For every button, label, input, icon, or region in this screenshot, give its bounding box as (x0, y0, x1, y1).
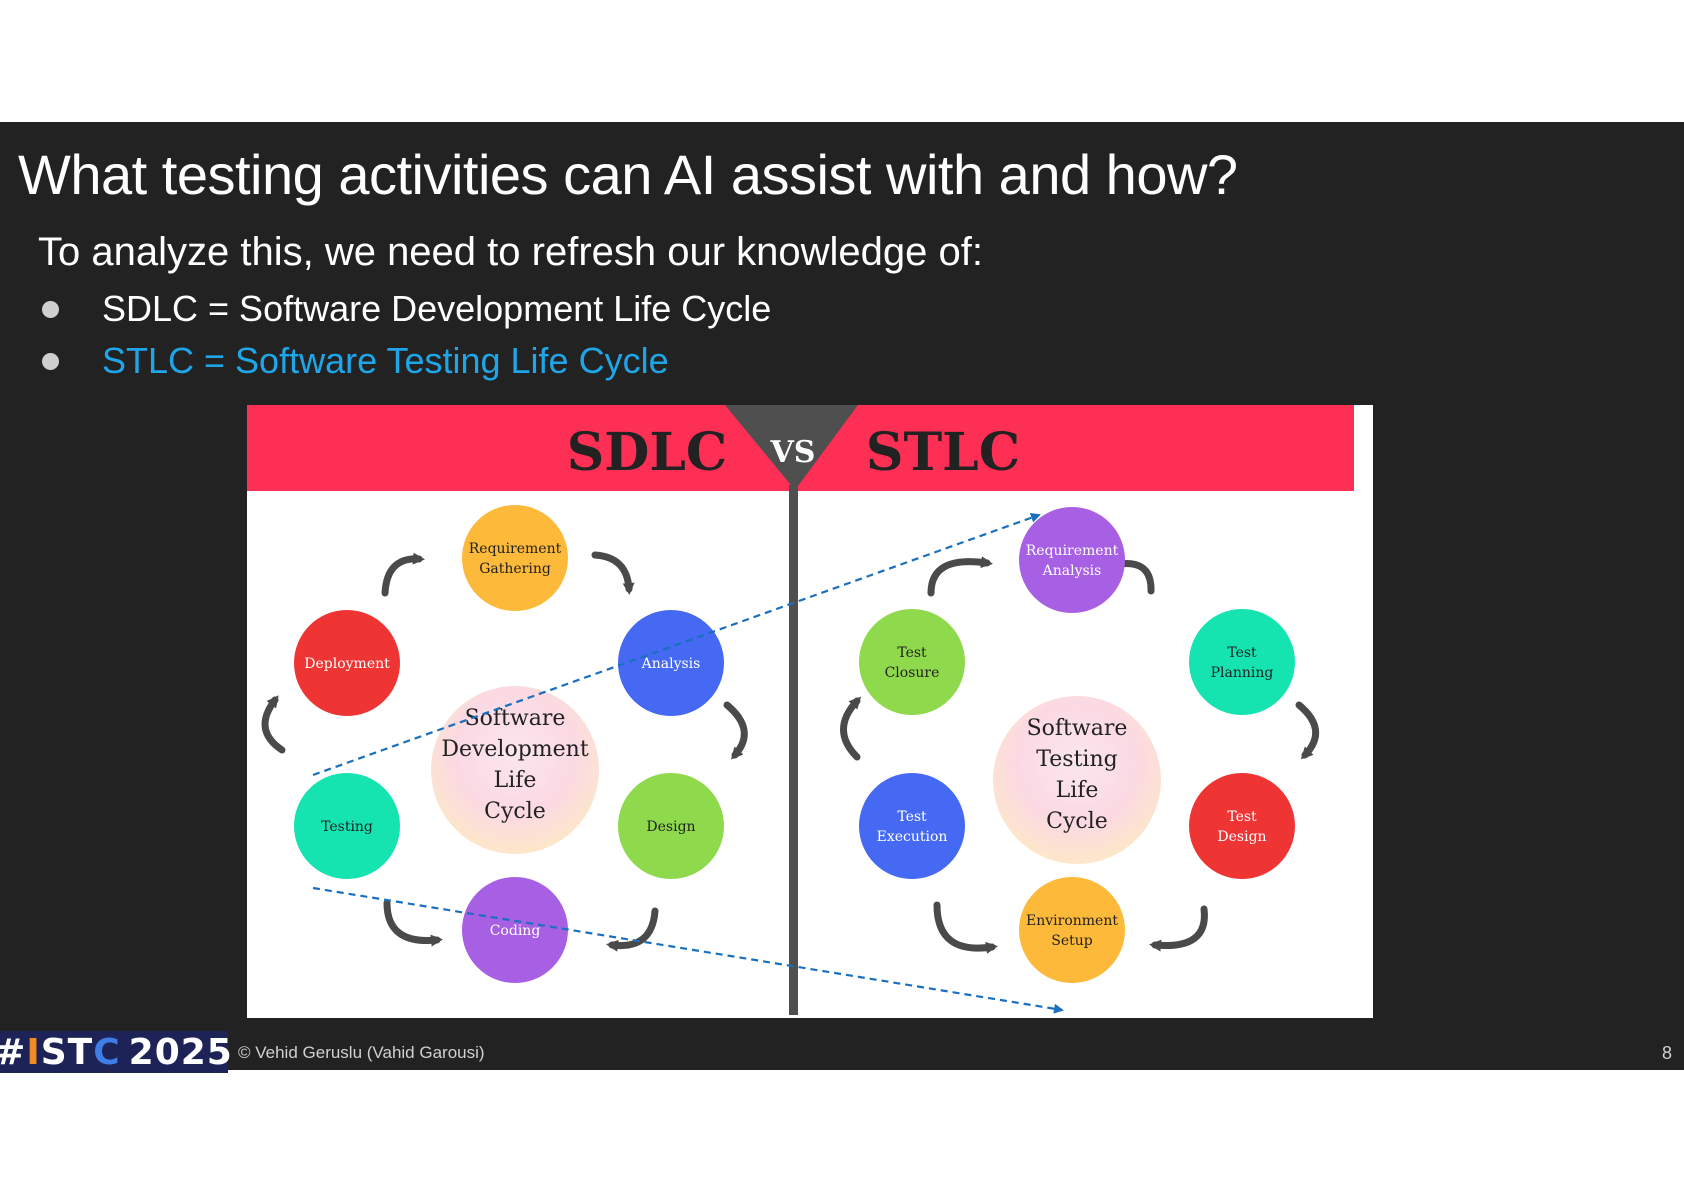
node-label-environment-setup: Setup (1051, 933, 1093, 949)
logo-year: 2025 (128, 1031, 233, 1073)
node-label-requirement-analysis: Requirement (1026, 543, 1119, 559)
intro-text: To analyze this, we need to refresh our … (38, 230, 983, 274)
node-label-requirement-analysis: Analysis (1042, 563, 1102, 579)
node-label-environment-setup: Environment (1026, 913, 1118, 929)
sdlc-center-label: Software (465, 706, 566, 731)
stlc-center-label: Cycle (1046, 809, 1108, 834)
node-label-design: Design (646, 819, 695, 835)
logo-c: C (93, 1031, 121, 1073)
node-design (618, 773, 724, 879)
slide-title: What testing activities can AI assist wi… (18, 143, 1238, 206)
stlc-center-circle (993, 696, 1161, 864)
node-test-execution (859, 773, 965, 879)
stlc-center-label: Software (1027, 716, 1128, 741)
sdlc-center-label: Cycle (484, 799, 546, 824)
node-label-test-closure: Closure (885, 665, 940, 681)
node-label-test-execution: Test (897, 809, 927, 825)
bullet-dot-icon (42, 300, 59, 318)
node-label-test-planning: Test (1227, 645, 1257, 661)
vs-triangle (725, 405, 858, 490)
node-label-test-design: Test (1227, 809, 1257, 825)
center-divider (789, 485, 798, 1015)
copyright-text: © Vehid Geruslu (Vahid Garousi) (238, 1043, 485, 1062)
node-label-test-execution: Execution (877, 829, 948, 845)
bullet-text: STLC = Software Testing Life Cycle (102, 340, 669, 381)
testing-to-requirement-analysis-arrow (312, 512, 1041, 777)
node-deployment (294, 610, 400, 716)
node-requirement-gathering (462, 505, 568, 611)
stlc-center-label: Testing (1036, 747, 1117, 772)
node-label-test-planning: Planning (1211, 665, 1274, 681)
node-testing (294, 773, 400, 879)
node-coding (462, 877, 568, 983)
header-sdlc-label: SDLC (567, 422, 728, 483)
sdlc-center-circle (431, 686, 599, 854)
node-label-test-design: Design (1217, 829, 1266, 845)
logo-st: ST (40, 1031, 94, 1073)
bullet-text: SDLC = Software Development Life Cycle (102, 288, 772, 329)
logo-i: I (26, 1031, 41, 1073)
bullet-dot-icon (42, 352, 59, 370)
sdlc-cycle-arrows (261, 551, 748, 952)
node-requirement-analysis (1019, 507, 1125, 613)
node-label-deployment: Deployment (304, 656, 390, 672)
page-number: 8 (1661, 1043, 1672, 1063)
sdlc-center-label: Life (494, 768, 537, 793)
node-test-planning (1189, 609, 1295, 715)
node-test-closure (859, 609, 965, 715)
sdlc-center-label: Development (441, 737, 589, 762)
node-label-test-closure: Test (897, 645, 927, 661)
node-label-coding: Coding (490, 923, 541, 939)
stlc-center-label: Life (1056, 778, 1099, 803)
header-vs-label: VS (770, 435, 816, 470)
node-label-requirement-gathering: Gathering (479, 561, 551, 577)
node-label-testing: Testing (321, 819, 373, 835)
testing-to-environment-setup-arrow (312, 886, 1064, 1014)
header-stlc-label: STLC (866, 422, 1020, 483)
slide: What testing activities can AI assist wi… (0, 122, 1684, 1073)
logo-hash: # (0, 1032, 26, 1073)
node-label-analysis: Analysis (641, 656, 701, 672)
node-test-design (1189, 773, 1295, 879)
node-label-requirement-gathering: Requirement (469, 541, 562, 557)
node-environment-setup (1019, 877, 1125, 983)
